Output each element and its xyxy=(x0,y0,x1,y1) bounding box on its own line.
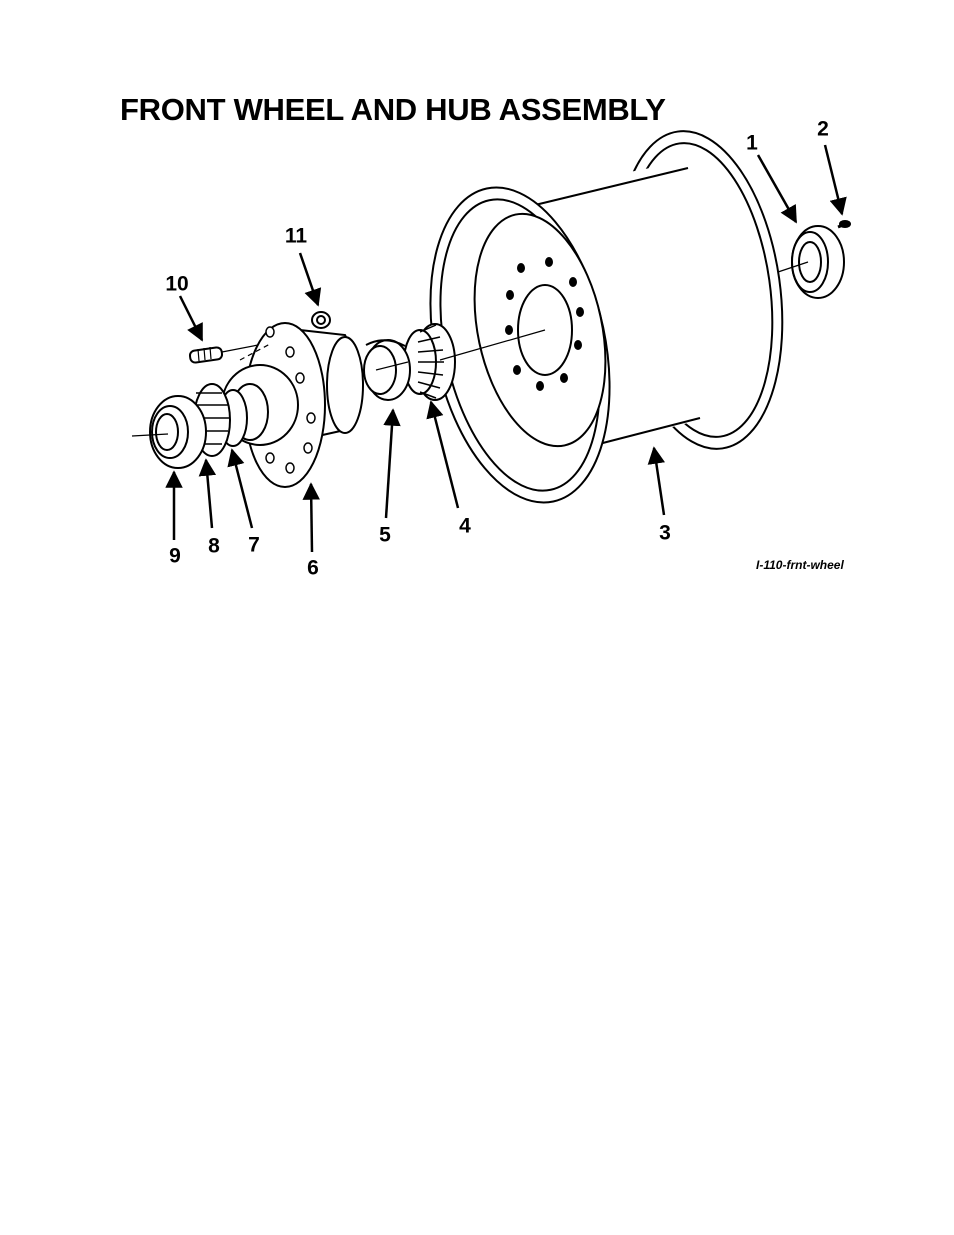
part-wheel-rim xyxy=(429,130,784,504)
assembly-axis-lines xyxy=(131,261,809,437)
part-lug-nut xyxy=(311,311,331,329)
callout-9: 9 xyxy=(169,544,181,568)
leader-2 xyxy=(823,144,847,216)
part-outer-bearing-cone xyxy=(403,323,456,401)
figure-id-label: I-110-frnt-wheel xyxy=(756,558,844,572)
hub-stud-holes xyxy=(265,326,316,474)
callout-6: 6 xyxy=(307,556,319,580)
leader-7 xyxy=(227,448,254,529)
leader-1 xyxy=(756,154,798,224)
callout-7: 7 xyxy=(248,533,260,557)
part-cap-screw xyxy=(837,220,851,229)
leader-5 xyxy=(383,408,401,519)
leader-arrows xyxy=(165,144,847,553)
part-outer-bearing-cup xyxy=(363,339,411,401)
wheel-stud-holes xyxy=(505,257,584,391)
leader-3 xyxy=(647,446,666,516)
callout-11: 11 xyxy=(284,224,308,248)
bearing-rollers-outer xyxy=(417,324,444,399)
hub-back-face xyxy=(326,336,364,434)
diagram-title: FRONT WHEEL AND HUB ASSEMBLY xyxy=(120,92,666,127)
callout-3: 3 xyxy=(659,521,671,545)
callout-1: 1 xyxy=(746,131,758,155)
part-hub-cap xyxy=(791,225,845,299)
callout-10: 10 xyxy=(165,272,189,296)
leader-10 xyxy=(178,295,204,342)
callout-5: 5 xyxy=(379,523,391,547)
hub-cap-inner xyxy=(798,241,822,283)
wheel-barrel-bottom-edge xyxy=(594,417,701,446)
leader-4 xyxy=(426,400,460,509)
leader-6 xyxy=(302,482,320,553)
callout-2: 2 xyxy=(817,117,829,141)
part-wheel-stud xyxy=(188,346,224,364)
wheel-barrel-top-edge xyxy=(534,167,689,206)
part-grease-seal xyxy=(149,395,207,469)
part-wheel-hub xyxy=(221,322,364,488)
leader-8 xyxy=(198,458,217,529)
leader-11 xyxy=(298,252,322,307)
callout-4: 4 xyxy=(459,514,471,538)
callout-8: 8 xyxy=(208,534,220,558)
